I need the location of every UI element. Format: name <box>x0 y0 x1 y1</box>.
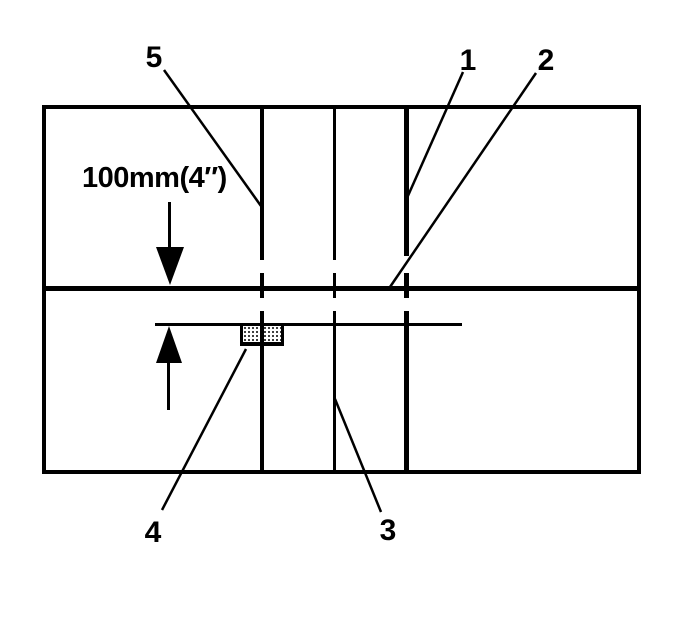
horizontal-joint-line <box>42 286 641 291</box>
callout-label-1: 1 <box>459 44 477 77</box>
vertical-line-3-dash <box>404 311 409 325</box>
vertical-line-2 <box>333 325 336 472</box>
vertical-line-2-dash <box>333 273 336 298</box>
vertical-line-3-dash <box>404 273 409 298</box>
callout-label-5: 5 <box>145 41 163 74</box>
callout-label-3: 3 <box>379 514 397 547</box>
measurement-reference-line <box>155 323 462 326</box>
dimension-arrow-down-stem <box>168 202 171 248</box>
dimension-arrow-up-head <box>156 326 182 363</box>
callout-label-4: 4 <box>144 516 162 549</box>
vertical-line-1-dash <box>260 273 264 298</box>
vertical-line-2 <box>333 106 336 260</box>
vertical-line-1-dash <box>260 311 264 325</box>
vertical-line-1 <box>260 325 264 472</box>
vertical-line-3 <box>404 106 409 256</box>
dimension-arrow-down-head <box>156 247 184 285</box>
vertical-line-3 <box>404 325 409 472</box>
dimension-label: 100mm(4″) <box>82 162 227 194</box>
vertical-line-1 <box>260 106 264 260</box>
callout-label-2: 2 <box>537 44 555 77</box>
vertical-line-2-dash <box>333 311 336 325</box>
dimension-arrow-up-stem <box>167 362 170 410</box>
